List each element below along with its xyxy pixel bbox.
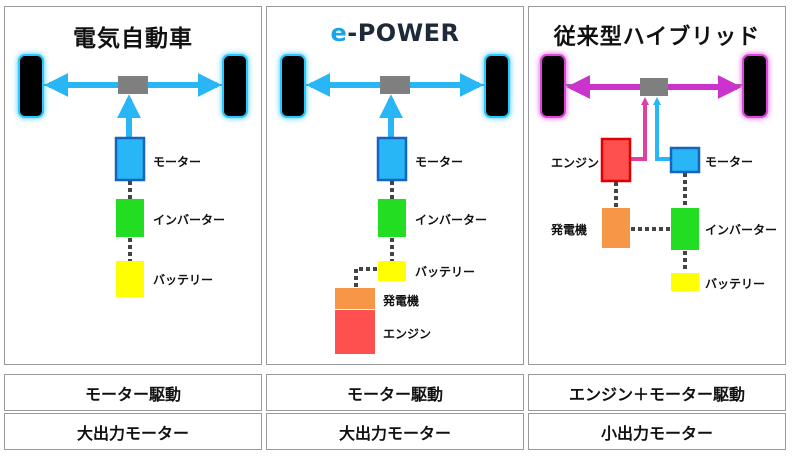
- motor-label: モーター: [415, 155, 464, 169]
- left-wheel: [280, 54, 306, 118]
- hybrid-diagram: [540, 54, 768, 291]
- left-wheel: [540, 54, 566, 118]
- ev-title: 電気自動車: [73, 26, 193, 52]
- engine-label: エンジン: [383, 327, 432, 341]
- generator-block: [602, 208, 630, 248]
- hybrid-title: 従来型ハイブリッド: [553, 25, 761, 50]
- inverter-label: インバーター: [153, 213, 226, 227]
- battery-block: [378, 261, 406, 281]
- inverter-block: [116, 199, 144, 237]
- motor-block: [114, 136, 146, 182]
- motor-output-arrowhead: [653, 97, 661, 105]
- epower-diagram: [280, 54, 510, 354]
- motor-block: [669, 146, 701, 174]
- ev-drive-cell: モーター駆動: [4, 374, 262, 411]
- engine-label: エンジン: [551, 156, 600, 170]
- engine-output-path: [631, 102, 647, 161]
- ev-panel: 電気自動車 モーター インバーター バッテリー: [4, 6, 262, 365]
- epower-drive-cell: モーター駆動: [266, 374, 524, 411]
- hybrid-motor-size-cell: 小出力モーター: [528, 413, 786, 450]
- ev-motor-size-cell: 大出力モーター: [4, 413, 262, 450]
- generator-block: [335, 288, 375, 309]
- engine-block: [335, 310, 375, 354]
- ev-diagram: [18, 54, 248, 297]
- battery-label: バッテリー: [153, 273, 214, 287]
- motor-label: モーター: [705, 155, 754, 169]
- inverter-label: インバーター: [705, 223, 778, 237]
- battery-block: [116, 261, 144, 297]
- inverter-block: [378, 199, 406, 237]
- epower-logo-e: e: [330, 19, 348, 47]
- battery-block: [671, 273, 699, 291]
- battery-label: バッテリー: [415, 265, 476, 279]
- transmission-block: [118, 76, 148, 94]
- right-wheel: [742, 54, 768, 118]
- right-wheel: [222, 54, 248, 118]
- motor-output-path: [655, 102, 671, 161]
- generator-label: 発電機: [551, 223, 588, 237]
- engine-output-arrowhead: [641, 97, 649, 105]
- generator-label: 発電機: [383, 294, 420, 308]
- right-wheel: [484, 54, 510, 118]
- transmission-block: [380, 76, 410, 94]
- inverter-block: [671, 208, 699, 250]
- epower-logo-text: -POWER: [347, 19, 460, 47]
- hybrid-drive-cell: エンジン＋モーター駆動: [528, 374, 786, 411]
- hybrid-panel: 従来型ハイブリッド エンジン モーター 発電機 インバーター バッテリー: [528, 6, 786, 365]
- epower-motor-size-cell: 大出力モーター: [266, 413, 524, 450]
- motor-label: モーター: [153, 155, 202, 169]
- left-wheel: [18, 54, 44, 118]
- epower-title: e-POWER: [267, 19, 523, 47]
- engine-block: [600, 137, 632, 183]
- transmission-block: [640, 78, 668, 96]
- motor-block: [376, 136, 408, 182]
- epower-panel: e-POWER モーター インバーター バッテリー 発電機 エンジン: [266, 6, 524, 365]
- battery-label: バッテリー: [705, 277, 766, 291]
- inverter-label: インバーター: [415, 213, 488, 227]
